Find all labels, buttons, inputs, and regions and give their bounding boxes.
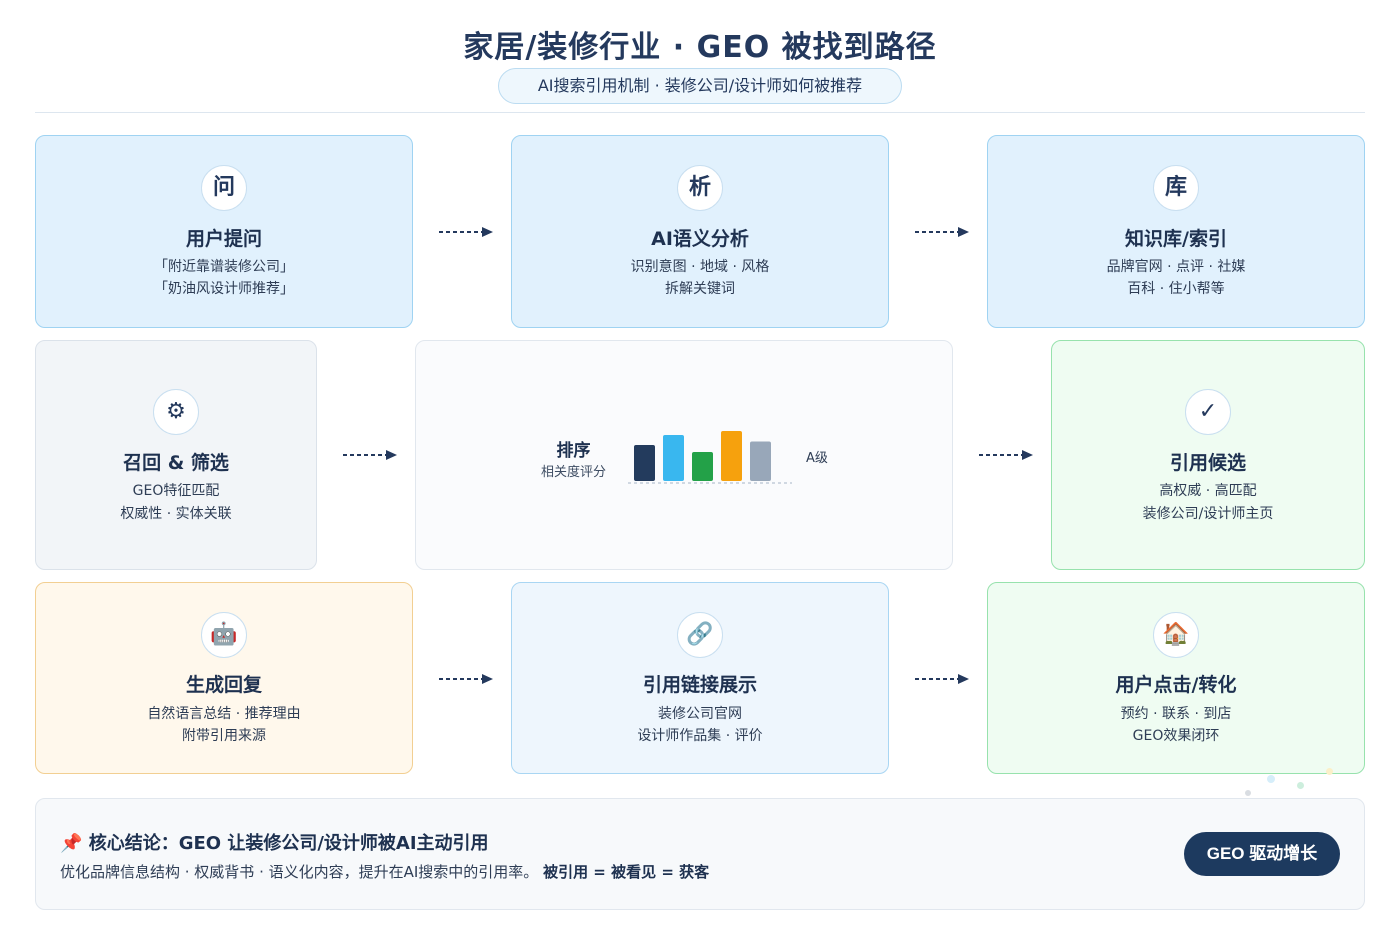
step-detail: 装修公司官网 [658, 706, 742, 722]
robot-icon: 🤖 [201, 612, 247, 658]
analyze-char-icon: 析 [677, 165, 723, 211]
flow-arrow [915, 674, 969, 684]
step-detail: 「奶油风设计师推荐」 [154, 281, 294, 297]
link-icon: 🔗 [677, 612, 723, 658]
flow-arrow [439, 674, 493, 684]
step-detail: 自然语言总结 · 推荐理由 [147, 706, 301, 722]
step-detail: 「附近靠谱装修公司」 [154, 259, 294, 275]
step-detail: 附带引用来源 [182, 728, 266, 744]
summary-text-plain: 优化品牌信息结构 · 权威背书 · 语义化内容，提升在AI搜索中的引用率。 [60, 863, 539, 881]
step-detail: 装修公司/设计师主页 [1142, 506, 1274, 522]
step-title: 召回 & 筛选 [123, 452, 229, 474]
summary-title-text: 核心结论：GEO 让装修公司/设计师被AI主动引用 [88, 833, 489, 854]
flow-arrow [979, 450, 1033, 460]
ranking-bar [663, 435, 684, 481]
ranking-card: 排序 相关度评分 A级 [415, 340, 953, 570]
step-card-generate-reply: 🤖 生成回复 自然语言总结 · 推荐理由 附带引用来源 [35, 582, 413, 774]
geo-growth-button[interactable]: GEO 驱动增长 [1184, 832, 1340, 876]
summary-title: 📌 核心结论：GEO 让装修公司/设计师被AI主动引用 [60, 829, 489, 855]
ranking-subtitle: 相关度评分 [540, 465, 606, 480]
page-title: 家居/装修行业 · GEO 被找到路径 [463, 30, 937, 65]
step-title: 生成回复 [185, 674, 262, 696]
step-title: 引用候选 [1169, 452, 1246, 474]
step-card-user-question: 问 用户提问 「附近靠谱装修公司」 「奶油风设计师推荐」 [35, 135, 413, 328]
step-detail: 设计师作品集 · 评价 [637, 728, 763, 744]
flow-arrow [439, 227, 493, 237]
decorative-dot [1267, 775, 1275, 783]
library-char-icon: 库 [1153, 165, 1199, 211]
flow-arrow [915, 227, 969, 237]
summary-text: 优化品牌信息结构 · 权威背书 · 语义化内容，提升在AI搜索中的引用率。 被引… [60, 861, 709, 882]
step-card-ai-analysis: 析 AI语义分析 识别意图 · 地域 · 风格 拆解关键词 [511, 135, 889, 328]
question-char-icon: 问 [201, 165, 247, 211]
ranking-level-label: A级 [806, 451, 828, 466]
step-detail: 高权威 · 高匹配 [1159, 483, 1257, 499]
decorative-dot [1245, 790, 1251, 796]
step-title: 知识库/索引 [1125, 228, 1227, 250]
subtitle-pill: AI搜索引用机制 · 装修公司/设计师如何被推荐 [498, 68, 902, 104]
ranking-bar-chart [628, 431, 792, 484]
step-card-citation-links: 🔗 引用链接展示 装修公司官网 设计师作品集 · 评价 [511, 582, 889, 774]
gear-icon: ⚙ [153, 389, 199, 435]
house-icon: 🏠 [1153, 612, 1199, 658]
ranking-bar [692, 452, 713, 481]
header-divider [35, 112, 1365, 113]
step-card-citation-candidates: ✓ 引用候选 高权威 · 高匹配 装修公司/设计师主页 [1051, 340, 1365, 570]
decorative-dot [1326, 768, 1333, 775]
checkmark-icon: ✓ [1185, 389, 1231, 435]
step-card-user-conversion: 🏠 用户点击/转化 预约 · 联系 · 到店 GEO效果闭环 [987, 582, 1365, 774]
ranking-bar [634, 445, 655, 481]
ranking-title: 排序 [556, 441, 591, 461]
step-title: 用户提问 [185, 228, 262, 250]
step-detail: 识别意图 · 地域 · 风格 [630, 259, 770, 275]
decorative-dot [1297, 782, 1304, 789]
ranking-bar [721, 431, 742, 481]
step-detail: 品牌官网 · 点评 · 社媒 [1106, 259, 1246, 275]
step-detail: 拆解关键词 [665, 281, 735, 297]
ranking-bar [750, 441, 771, 481]
step-title: AI语义分析 [651, 228, 749, 250]
pin-icon: 📌 [60, 833, 83, 854]
step-title: 引用链接展示 [642, 674, 757, 696]
step-card-recall-filter: ⚙ 召回 & 筛选 GEO特征匹配 权威性 · 实体关联 [35, 340, 317, 570]
step-detail: 预约 · 联系 · 到店 [1120, 706, 1232, 722]
flow-arrow [343, 450, 397, 460]
step-detail: 百科 · 住小帮等 [1127, 281, 1225, 297]
summary-panel: 📌 核心结论：GEO 让装修公司/设计师被AI主动引用 优化品牌信息结构 · 权… [35, 798, 1365, 910]
step-detail: GEO特征匹配 [132, 483, 220, 499]
step-title: 用户点击/转化 [1115, 674, 1237, 696]
step-detail: 权威性 · 实体关联 [120, 506, 232, 522]
step-detail: GEO效果闭环 [1132, 728, 1220, 744]
step-card-knowledge-index: 库 知识库/索引 品牌官网 · 点评 · 社媒 百科 · 住小帮等 [987, 135, 1365, 328]
summary-text-highlight: 被引用 = 被看见 = 获客 [543, 863, 710, 881]
